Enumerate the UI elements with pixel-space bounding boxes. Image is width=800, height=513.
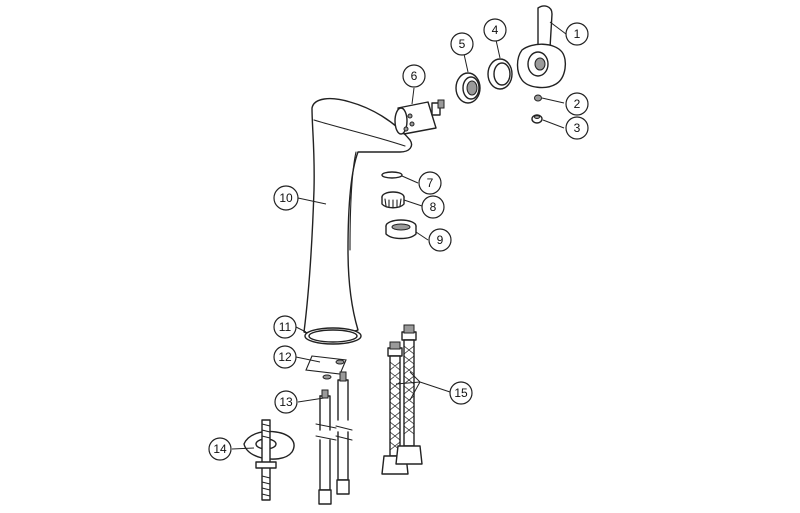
callout-5-label: 5 xyxy=(459,37,466,51)
part-aerator-housing xyxy=(385,219,417,240)
callout-13-label: 13 xyxy=(279,395,293,409)
callout-4-label: 4 xyxy=(492,23,499,37)
callout-7-label: 7 xyxy=(427,176,434,190)
part-base-o-ring xyxy=(304,327,362,345)
callout-2: 2 xyxy=(565,92,589,116)
part-shroud-ring xyxy=(487,58,513,90)
part-cartridge xyxy=(394,99,445,135)
callout-14-label: 14 xyxy=(213,442,227,456)
callout-9: 9 xyxy=(428,228,452,252)
callout-1: 1 xyxy=(565,22,589,46)
callout-12-label: 12 xyxy=(278,350,292,364)
callout-9-label: 9 xyxy=(437,233,444,247)
callout-5: 5 xyxy=(450,32,474,56)
part-fixing-bracket xyxy=(243,419,295,501)
part-aerator-insert xyxy=(381,191,405,209)
callout-1-label: 1 xyxy=(574,27,581,41)
callout-4: 4 xyxy=(483,18,507,42)
part-locking-nut xyxy=(455,72,481,104)
callout-6: 6 xyxy=(402,64,426,88)
callout-13: 13 xyxy=(274,390,298,414)
callout-2-label: 2 xyxy=(574,97,581,111)
callout-8-label: 8 xyxy=(430,200,437,214)
part-flexible-hoses xyxy=(381,324,423,475)
callout-8: 8 xyxy=(421,195,445,219)
callout-10-label: 10 xyxy=(279,191,293,205)
callout-11: 11 xyxy=(273,315,297,339)
callout-14: 14 xyxy=(208,437,232,461)
part-grub-screw xyxy=(534,94,542,102)
leader-lines xyxy=(231,21,567,450)
part-threaded-studs xyxy=(315,371,353,505)
callout-12: 12 xyxy=(273,345,297,369)
callout-11-label: 11 xyxy=(279,320,292,334)
callout-7: 7 xyxy=(418,171,442,195)
part-aerator-washer xyxy=(381,171,403,179)
callout-15: 15 xyxy=(449,381,473,405)
callout-3-label: 3 xyxy=(574,121,581,135)
part-mixer-body xyxy=(303,97,413,337)
callout-6-label: 6 xyxy=(411,69,418,83)
part-indicator-cap xyxy=(531,114,543,124)
callout-15-label: 15 xyxy=(454,386,468,400)
part-lever-handle xyxy=(516,5,567,89)
callout-10: 10 xyxy=(273,185,299,211)
callout-3: 3 xyxy=(565,116,589,140)
